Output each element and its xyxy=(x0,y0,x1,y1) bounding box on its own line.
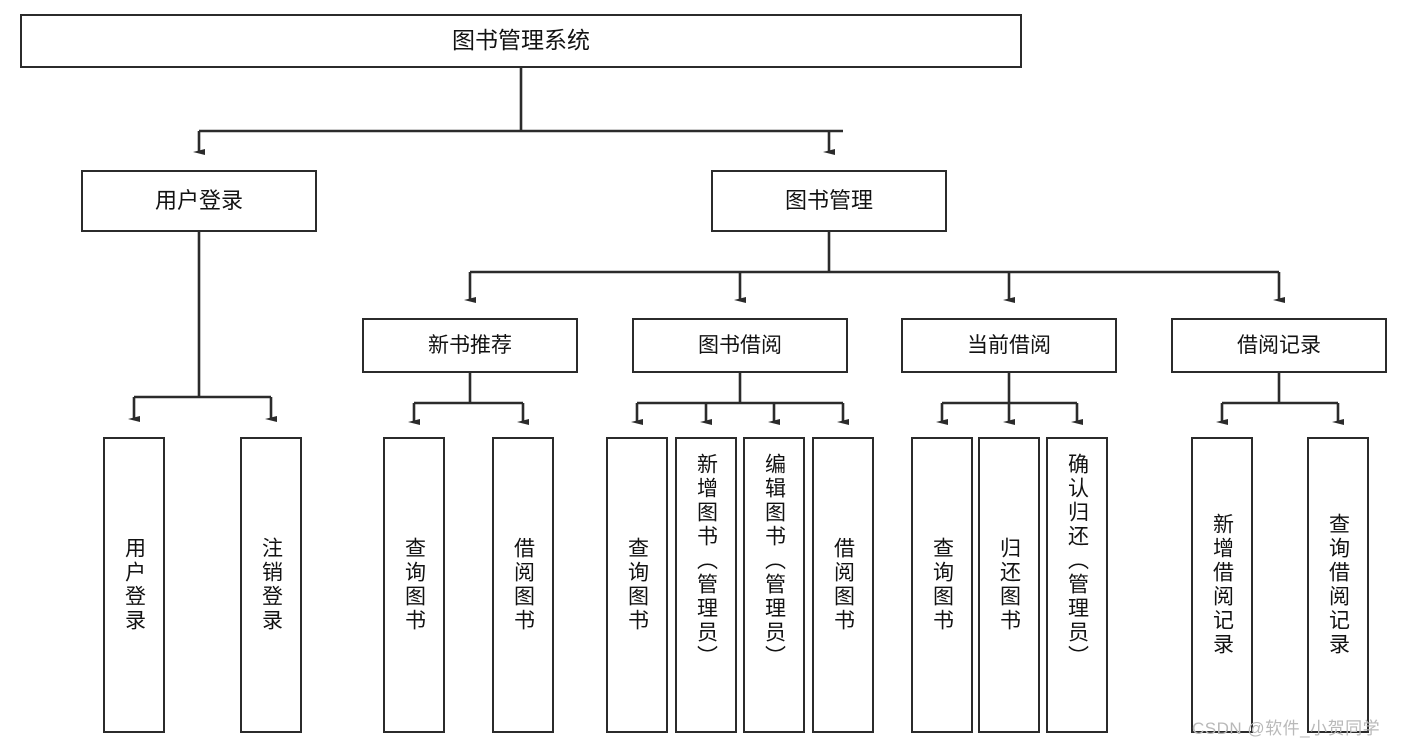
node-label: 用户登录 xyxy=(122,537,146,633)
node-label: 借阅图书 xyxy=(511,537,535,633)
node-leaf-book-borrow-add[interactable]: 新增图书（管理员） xyxy=(675,437,737,733)
node-label: 查询图书 xyxy=(402,537,426,633)
node-borrow-record[interactable]: 借阅记录 xyxy=(1171,318,1387,373)
node-leaf-book-borrow-edit[interactable]: 编辑图书（管理员） xyxy=(743,437,805,733)
node-book-management[interactable]: 图书管理 xyxy=(711,170,947,232)
node-leaf-book-borrow-borrow[interactable]: 借阅图书 xyxy=(812,437,874,733)
node-label: 借阅图书 xyxy=(831,537,855,633)
node-current-borrow[interactable]: 当前借阅 xyxy=(901,318,1117,373)
node-leaf-user-login-signin[interactable]: 用户登录 xyxy=(103,437,165,733)
node-label: 查询借阅记录 xyxy=(1326,513,1350,657)
node-label: 确认归还（管理员） xyxy=(1065,453,1089,669)
node-leaf-borrow-record-query[interactable]: 查询借阅记录 xyxy=(1307,437,1369,733)
node-leaf-user-login-signout[interactable]: 注销登录 xyxy=(240,437,302,733)
node-label: 注销登录 xyxy=(259,537,283,633)
node-leaf-new-book-borrow[interactable]: 借阅图书 xyxy=(492,437,554,733)
node-leaf-current-borrow-confirm-return[interactable]: 确认归还（管理员） xyxy=(1046,437,1108,733)
node-label: 图书管理 xyxy=(784,187,873,213)
node-label: 图书管理系统 xyxy=(452,27,590,54)
node-leaf-new-book-query[interactable]: 查询图书 xyxy=(383,437,445,733)
node-label: 新增图书（管理员） xyxy=(694,453,718,669)
node-new-book-recommend[interactable]: 新书推荐 xyxy=(362,318,578,373)
node-label: 新增借阅记录 xyxy=(1210,513,1234,657)
node-label: 新书推荐 xyxy=(428,333,512,357)
node-leaf-current-borrow-query[interactable]: 查询图书 xyxy=(911,437,973,733)
csdn-watermark: CSDN @软件_小贺同学 xyxy=(1192,719,1381,738)
node-label: 归还图书 xyxy=(997,537,1021,633)
node-label: 查询图书 xyxy=(625,537,649,633)
node-label: 当前借阅 xyxy=(967,333,1051,357)
node-book-borrow[interactable]: 图书借阅 xyxy=(632,318,848,373)
node-leaf-book-borrow-query[interactable]: 查询图书 xyxy=(606,437,668,733)
node-leaf-borrow-record-add[interactable]: 新增借阅记录 xyxy=(1191,437,1253,733)
node-leaf-current-borrow-return[interactable]: 归还图书 xyxy=(978,437,1040,733)
node-label: 查询图书 xyxy=(930,537,954,633)
node-label: 图书借阅 xyxy=(698,333,782,357)
node-user-login[interactable]: 用户登录 xyxy=(81,170,317,232)
node-root-book-management-system[interactable]: 图书管理系统 xyxy=(20,14,1022,68)
node-label: 借阅记录 xyxy=(1237,333,1321,357)
node-label: 用户登录 xyxy=(154,187,243,213)
node-label: 编辑图书（管理员） xyxy=(762,453,786,669)
